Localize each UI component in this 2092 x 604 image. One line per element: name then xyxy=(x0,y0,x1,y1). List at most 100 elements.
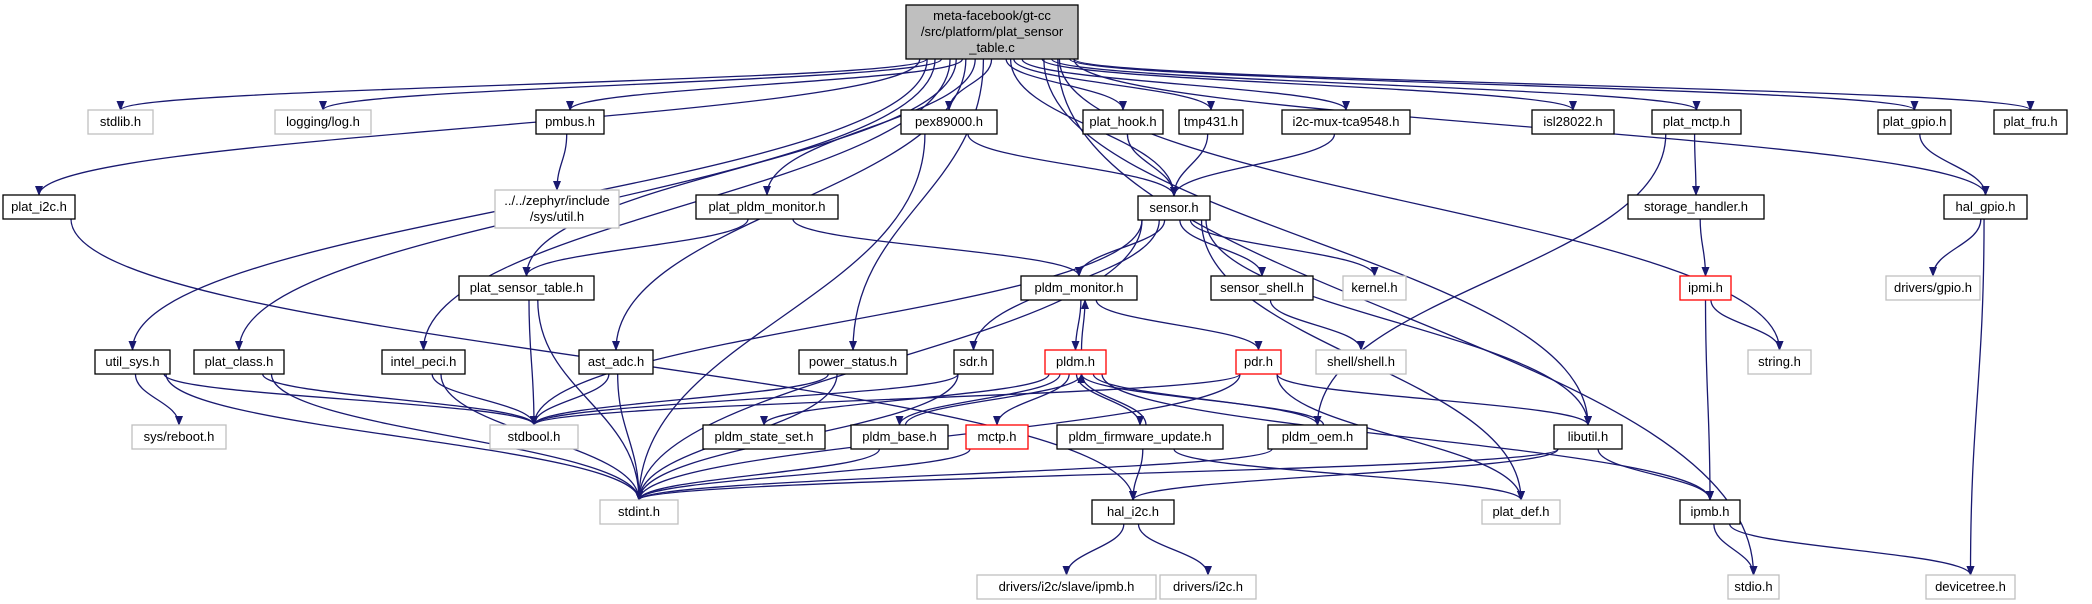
node-box xyxy=(1885,275,1981,301)
node-isl28022[interactable]: isl28022.h xyxy=(1531,109,1615,135)
edge-root-to-tmp431 xyxy=(1013,58,1215,111)
node-label: stdlib.h xyxy=(100,114,141,129)
edge-plat-mctp-to-storage-handler xyxy=(1691,133,1700,196)
node-libutil[interactable]: libutil.h xyxy=(1553,424,1623,450)
node-label: mctp.h xyxy=(977,429,1016,444)
node-ast-adc[interactable]: ast_adc.h xyxy=(578,349,654,375)
node-stdlib[interactable]: stdlib.h xyxy=(87,109,154,135)
node-tmp431[interactable]: tmp431.h xyxy=(1178,109,1244,135)
node-box xyxy=(1627,194,1765,220)
edge-pldm-to-pldm-base xyxy=(895,373,1061,426)
node-plat-hook[interactable]: plat_hook.h xyxy=(1082,109,1164,135)
node-plat-class[interactable]: plat_class.h xyxy=(193,349,285,375)
node-label: plat_hook.h xyxy=(1089,114,1156,129)
node-pldm-oem[interactable]: pldm_oem.h xyxy=(1267,424,1368,450)
node-pldm-state-set[interactable]: pldm_state_set.h xyxy=(702,424,826,450)
node-box xyxy=(976,574,1157,600)
node-label: devicetree.h xyxy=(1935,579,2006,594)
node-sensor[interactable]: sensor.h xyxy=(1137,195,1211,221)
node-hal-i2c[interactable]: hal_i2c.h xyxy=(1091,499,1175,525)
node-label: stdint.h xyxy=(618,504,660,519)
node-drivers-i2c-slave-ipmb[interactable]: drivers/i2c/slave/ipmb.h xyxy=(976,574,1157,600)
node-stdbool[interactable]: stdbool.h xyxy=(489,424,579,450)
edge-pldm-base-to-stdint xyxy=(635,448,881,501)
node-stdio[interactable]: stdio.h xyxy=(1727,574,1780,600)
node-pdr[interactable]: pdr.h xyxy=(1235,349,1282,375)
node-box xyxy=(193,349,285,375)
node-kernel[interactable]: kernel.h xyxy=(1342,275,1407,301)
edge-pldm-to-pldm-firmware-update xyxy=(1075,373,1144,426)
node-storage-handler[interactable]: storage_handler.h xyxy=(1627,194,1765,220)
node-plat-sensor-table[interactable]: plat_sensor_table.h xyxy=(458,275,595,301)
node-shell[interactable]: shell/shell.h xyxy=(1315,349,1407,375)
node-label: pldm_state_set.h xyxy=(714,429,813,444)
node-drivers-i2c[interactable]: drivers/i2c.h xyxy=(1159,574,1257,600)
node-box xyxy=(599,499,679,525)
edge-i2cmux-to-sensor xyxy=(1170,133,1336,197)
node-pldm-firmware-update[interactable]: pldm_firmware_update.h xyxy=(1056,424,1224,450)
node-box xyxy=(1651,109,1742,135)
node-plat-pldm-monitor[interactable]: plat_pldm_monitor.h xyxy=(695,194,839,220)
node-label: /sys/util.h xyxy=(530,209,584,224)
node-label: drivers/i2c/slave/ipmb.h xyxy=(999,579,1135,594)
node-util-sys[interactable]: util_sys.h xyxy=(94,349,171,375)
node-mctp[interactable]: mctp.h xyxy=(965,424,1029,450)
node-label: meta-facebook/gt-cc xyxy=(933,8,1051,23)
edge-pdr-to-plat-def xyxy=(1276,373,1525,501)
edge-pldm-firmware-update-to-hal-i2c xyxy=(1129,448,1144,501)
node-zephyr-util[interactable]: ../../zephyr/include/sys/util.h xyxy=(494,189,620,229)
node-pex89000[interactable]: pex89000.h xyxy=(900,109,998,135)
edge-plat-class-to-stdint xyxy=(270,373,643,501)
node-box xyxy=(1091,499,1175,525)
node-hal-gpio[interactable]: hal_gpio.h xyxy=(1943,194,2028,220)
node-label: pldm_oem.h xyxy=(1282,429,1354,444)
node-label: power_status.h xyxy=(809,354,897,369)
node-box xyxy=(1679,499,1741,525)
node-box xyxy=(1315,349,1407,375)
node-pldm[interactable]: pldm.h xyxy=(1044,349,1107,375)
node-intel-peci[interactable]: intel_peci.h xyxy=(381,349,466,375)
node-label: tmp431.h xyxy=(1184,114,1238,129)
node-box xyxy=(458,275,595,301)
node-label: plat_def.h xyxy=(1492,504,1549,519)
node-ipmb[interactable]: ipmb.h xyxy=(1679,499,1741,525)
node-plat-fru[interactable]: plat_fru.h xyxy=(1993,109,2068,135)
node-label: pmbus.h xyxy=(545,114,595,129)
node-plat-i2c[interactable]: plat_i2c.h xyxy=(2,194,76,220)
edge-root-to-isl28022 xyxy=(1041,58,1577,111)
node-label: string.h xyxy=(1758,354,1801,369)
node-stdint[interactable]: stdint.h xyxy=(599,499,679,525)
edge-plat-pldm-monitor-to-plat-sensor-table xyxy=(522,218,749,277)
node-box xyxy=(2,194,76,220)
edge-root-to-plat-i2c xyxy=(35,58,921,196)
node-label: ipmi.h xyxy=(1688,280,1723,295)
node-label: plat_pldm_monitor.h xyxy=(708,199,825,214)
node-logging[interactable]: logging/log.h xyxy=(274,109,372,135)
node-pmbus[interactable]: pmbus.h xyxy=(535,109,605,135)
node-label: shell/shell.h xyxy=(1327,354,1395,369)
node-pldm-base[interactable]: pldm_base.h xyxy=(850,424,949,450)
node-plat-mctp[interactable]: plat_mctp.h xyxy=(1651,109,1742,135)
node-label: drivers/i2c.h xyxy=(1173,579,1243,594)
node-label: sensor.h xyxy=(1149,200,1198,215)
node-label: sensor_shell.h xyxy=(1220,280,1304,295)
node-i2cmux[interactable]: i2c-mux-tca9548.h xyxy=(1281,109,1411,135)
node-sys-reboot[interactable]: sys/reboot.h xyxy=(131,424,227,450)
node-string[interactable]: string.h xyxy=(1747,349,1812,375)
node-sdr[interactable]: sdr.h xyxy=(953,349,994,375)
node-label: pldm_base.h xyxy=(862,429,936,444)
node-plat-def[interactable]: plat_def.h xyxy=(1481,499,1561,525)
node-drivers-gpio[interactable]: drivers/gpio.h xyxy=(1885,275,1981,301)
node-box xyxy=(1235,349,1282,375)
node-devicetree[interactable]: devicetree.h xyxy=(1925,574,2016,600)
node-plat-gpio[interactable]: plat_gpio.h xyxy=(1877,109,1952,135)
edge-pldm-oem-to-pldm xyxy=(1077,373,1325,426)
node-sensor-shell[interactable]: sensor_shell.h xyxy=(1210,275,1314,301)
node-ipmi[interactable]: ipmi.h xyxy=(1679,275,1732,301)
edge-ipmb-to-stdio xyxy=(1713,523,1758,576)
node-root[interactable]: meta-facebook/gt-cc/src/platform/plat_se… xyxy=(905,4,1079,60)
node-power-status[interactable]: power_status.h xyxy=(798,349,908,375)
node-label: _table.c xyxy=(968,40,1015,55)
node-label: intel_peci.h xyxy=(391,354,457,369)
node-pldm-monitor[interactable]: pldm_monitor.h xyxy=(1020,275,1138,301)
